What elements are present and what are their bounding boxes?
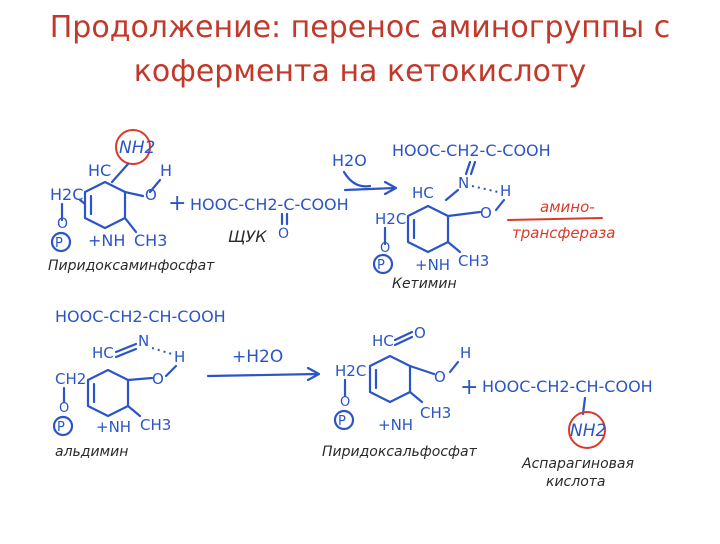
ch3-group: CH3 bbox=[134, 231, 167, 250]
water-arrow bbox=[342, 170, 372, 188]
phosphate-circle bbox=[52, 415, 74, 437]
bond bbox=[494, 198, 506, 212]
reaction-arrow-1 bbox=[343, 180, 398, 196]
plp-ring-nh: +NH bbox=[378, 416, 413, 434]
ring-nh: +NH bbox=[88, 231, 125, 250]
aspartate-formula: HOOC-CH2-CH-COOH bbox=[482, 377, 653, 396]
water-released: H2O bbox=[332, 151, 367, 170]
h2c-group: H2C bbox=[50, 185, 83, 204]
bond bbox=[164, 364, 178, 378]
enzyme-label-line1: амино- bbox=[540, 198, 595, 216]
ketimine-o: O bbox=[480, 204, 492, 222]
ketimine-ch3: CH3 bbox=[458, 252, 489, 270]
aspartate-label-line1: Аспарагиновая bbox=[521, 456, 634, 472]
aldimine-n: N bbox=[138, 332, 149, 350]
reaction-arrow-2 bbox=[206, 366, 321, 382]
phosphate-p: P bbox=[55, 236, 63, 251]
pyridoxamine-label: Пиридоксаминфосфат bbox=[48, 258, 215, 274]
aldimine-hc: HC bbox=[92, 344, 114, 362]
double-bond bbox=[393, 330, 414, 347]
ketimine-chain: HOOC-CH2-C-COOH bbox=[392, 141, 551, 160]
ketimine-p: P bbox=[377, 258, 385, 273]
ketimine-label: Кетимин bbox=[392, 276, 457, 292]
title-line-2: кофермента на кетокислоту bbox=[133, 54, 587, 89]
aldimine-ester-o: O bbox=[59, 401, 69, 416]
bond bbox=[123, 190, 145, 198]
aldimine-ring-nh: +NH bbox=[96, 418, 131, 436]
nh2-highlight-circle-2 bbox=[568, 411, 606, 449]
reaction-diagram: NH2 HC H O H2C O P +NH CH3 Пиридоксаминф… bbox=[48, 129, 653, 490]
pyridoxamine-structure: NH2 HC H O H2C O P +NH CH3 bbox=[50, 129, 172, 253]
bond bbox=[408, 364, 436, 376]
aldimine-h: H bbox=[174, 348, 185, 366]
bond bbox=[123, 216, 138, 234]
plp-o-top: O bbox=[414, 324, 426, 342]
bond bbox=[126, 404, 142, 418]
double-bond bbox=[114, 342, 138, 359]
phosphate-circle bbox=[333, 409, 355, 431]
oxaloacetate-formula: HOOC-CH2-C-COOH bbox=[190, 195, 349, 214]
aspartate-nh2: NH2 bbox=[570, 421, 606, 441]
plp-h: H bbox=[460, 344, 471, 362]
h-atom: H bbox=[160, 161, 172, 180]
plp-ester-o: O bbox=[340, 395, 350, 410]
aldimine-p: P bbox=[57, 420, 65, 435]
bond bbox=[448, 360, 460, 374]
bond bbox=[126, 376, 154, 382]
ketimine-h: H bbox=[500, 182, 511, 200]
plus-sign-2: + bbox=[460, 375, 478, 400]
bond bbox=[446, 210, 482, 218]
aspartate-label-line2: кислота bbox=[546, 474, 606, 490]
bond bbox=[581, 396, 587, 416]
ketimine-ring-nh: +NH bbox=[415, 256, 450, 274]
bond bbox=[444, 188, 460, 202]
nh2-group: NH2 bbox=[119, 138, 155, 158]
nh2-highlight-circle bbox=[115, 129, 151, 165]
carbonyl-bond bbox=[280, 212, 289, 226]
pyridoxal-label: Пиридоксальфосфат bbox=[322, 444, 478, 460]
aldimine-o: O bbox=[152, 370, 164, 388]
bond bbox=[446, 240, 462, 254]
plus-sign-1: + bbox=[168, 191, 186, 216]
aldimine-label: альдимин bbox=[55, 444, 128, 460]
aldimine-ch2: CH2 bbox=[55, 370, 86, 388]
ketimine-ester-o: O bbox=[380, 241, 390, 256]
bond bbox=[78, 198, 87, 206]
plp-ch3: CH3 bbox=[420, 404, 451, 422]
water-added: +H2O bbox=[232, 347, 283, 367]
plp-h2c: H2C bbox=[335, 362, 366, 380]
aldimine-ch3: CH3 bbox=[140, 416, 171, 434]
ketimine-hc: HC bbox=[412, 184, 434, 202]
ketimine-n: N bbox=[458, 174, 469, 192]
double-bond bbox=[464, 160, 477, 176]
ester-o: O bbox=[57, 216, 68, 232]
aldimine-chain: HOOC-CH2-CH-COOH bbox=[55, 307, 226, 326]
ketimine-h2c: H2C bbox=[375, 210, 406, 228]
plp-hc: HC bbox=[372, 332, 394, 350]
enzyme-label-line2: трансфераза bbox=[512, 224, 615, 242]
ketimine-structure: HOOC-CH2-C-COOH N H HC O H2C O P +NH CH3 bbox=[372, 141, 551, 275]
phosphate-circle bbox=[50, 231, 72, 253]
title-line-1: Продолжение: перенос аминогруппы с bbox=[49, 10, 671, 45]
oxaloacetate-label: ЩУК bbox=[228, 227, 267, 246]
bond bbox=[110, 162, 130, 184]
o-atom: O bbox=[145, 186, 157, 204]
hydrogen-bond bbox=[471, 185, 499, 193]
phosphate-circle bbox=[372, 253, 394, 275]
plp-p: P bbox=[338, 414, 346, 429]
keto-o: O bbox=[278, 226, 289, 242]
pyridoxal-structure: HC O H O H2C O P +NH CH3 bbox=[333, 324, 471, 434]
bond bbox=[408, 390, 424, 404]
aldimine-structure: HOOC-CH2-CH-COOH HC N H O CH2 O P +NH CH… bbox=[52, 307, 226, 437]
bond bbox=[148, 178, 162, 194]
enzyme-underline bbox=[507, 217, 603, 221]
plp-o: O bbox=[434, 368, 446, 386]
slide-title: Продолжение: перенос аминогруппы с кофер… bbox=[0, 6, 720, 94]
hc-group: HC bbox=[88, 161, 111, 180]
hydrogen-bond bbox=[151, 347, 173, 355]
reaction-board: NH2 HC H O H2C O P +NH CH3 Пиридоксаминф… bbox=[0, 100, 720, 540]
